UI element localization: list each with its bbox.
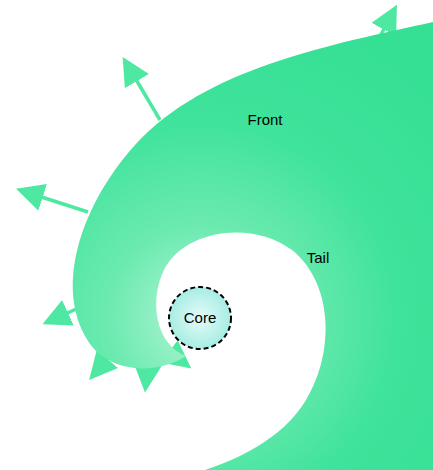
propagation-arrow [128, 66, 160, 120]
core-label: Core [184, 309, 217, 327]
spiral-wave [73, 22, 433, 470]
propagation-arrow [26, 192, 88, 212]
core-circle [169, 287, 231, 349]
wave-label: Front [247, 111, 282, 129]
wave-label: Tail [307, 249, 330, 267]
core-node: Core [167, 285, 233, 351]
